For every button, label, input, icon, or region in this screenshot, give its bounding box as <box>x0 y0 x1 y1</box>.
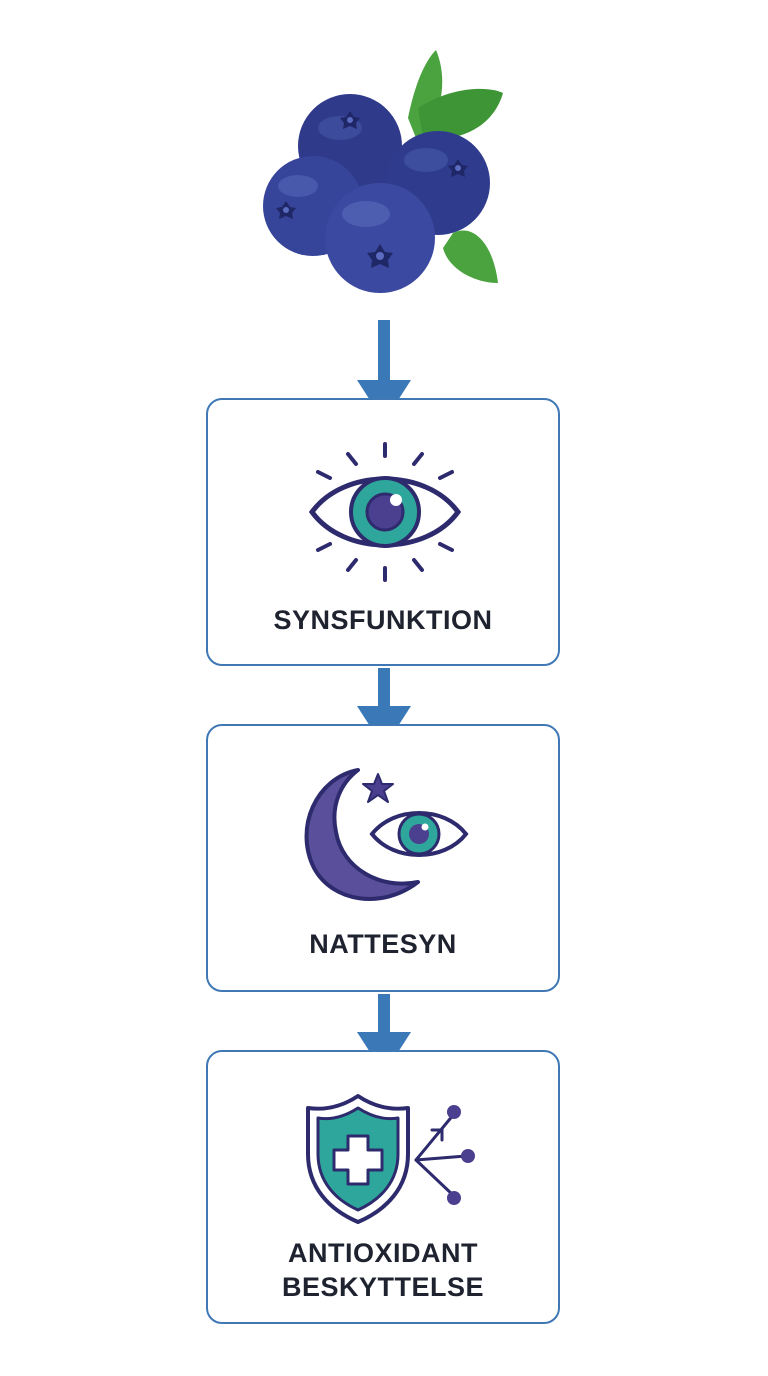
node-label: SYNSFUNKTION <box>273 605 493 635</box>
node-night-vision: NATTESYN <box>206 724 560 992</box>
node-vision: SYNSFUNKTION <box>206 398 560 666</box>
node-label: NATTESYN <box>309 929 457 959</box>
node-antioxidant: ANTIOXIDANT BESKYTTELSE <box>206 1050 560 1324</box>
blueberries-icon <box>258 48 510 300</box>
eye-icon <box>304 440 466 586</box>
node-label-line-1: ANTIOXIDANT <box>288 1238 478 1268</box>
node-label: ANTIOXIDANT BESKYTTELSE <box>208 1236 558 1304</box>
moon-eye-icon <box>298 764 474 906</box>
shield-cross-icon <box>306 1092 482 1226</box>
node-label-line-2: BESKYTTELSE <box>281 1272 485 1302</box>
